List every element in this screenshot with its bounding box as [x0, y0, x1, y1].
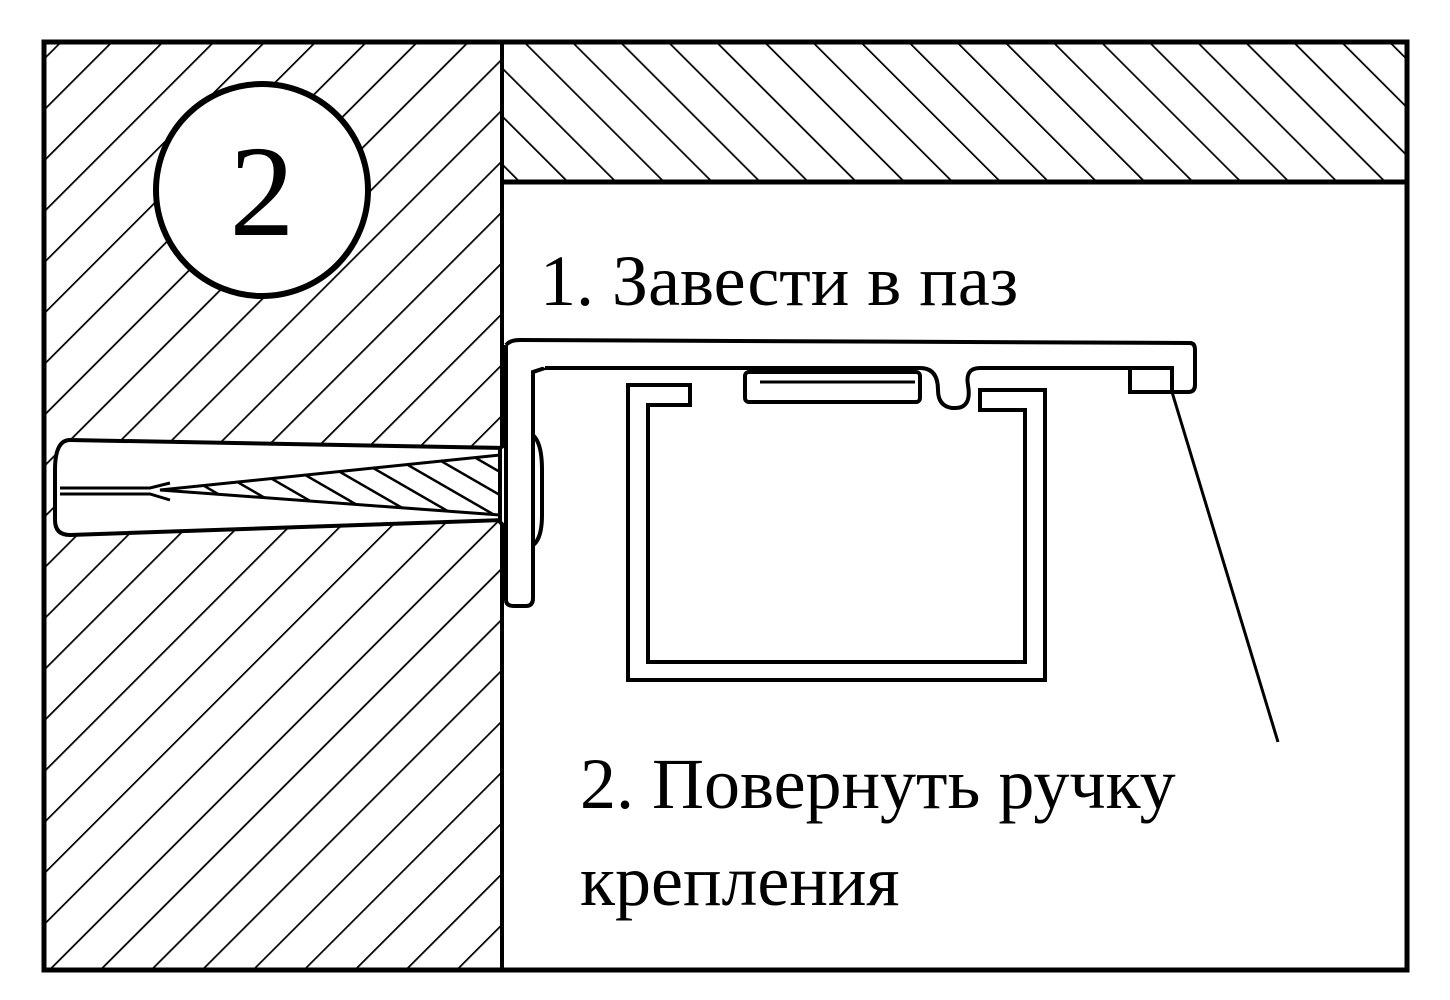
step-2-label-line2: крепления — [580, 841, 900, 921]
bracket-vertical-plate — [504, 345, 546, 608]
rail-outer — [626, 383, 1047, 682]
step-badge: 2 — [153, 81, 371, 299]
dowel-split-line — [60, 481, 171, 502]
leader-line — [1170, 391, 1280, 743]
bracket-top-plate — [504, 337, 1197, 410]
step-badge-number: 2 — [230, 120, 295, 264]
mounting-bracket — [504, 337, 1197, 608]
bracket-end-tab — [1128, 366, 1174, 394]
ceiling-section — [502, 42, 1407, 182]
step-1-label: 1. Завести в паз — [540, 241, 1018, 321]
rail-profile — [626, 370, 1047, 682]
diagram-frame — [41, 39, 1410, 973]
rail-top-strip — [743, 370, 922, 404]
step-2-label-line1: 2. Повернуть ручку — [580, 744, 1176, 824]
